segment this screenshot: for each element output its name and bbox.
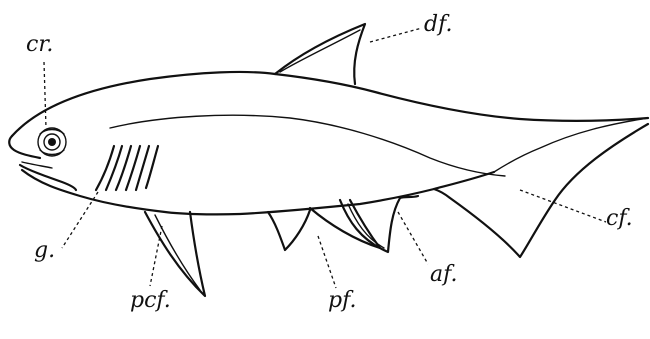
body-outline-top: [12, 72, 648, 136]
pelvic-fin-front: [268, 210, 310, 250]
label-g: g.: [34, 240, 55, 262]
leader-pf: [318, 236, 336, 288]
body-outline-bottom: [22, 170, 494, 214]
leader-af: [398, 212, 428, 264]
leader-cf: [520, 190, 606, 222]
label-pf: pf.: [328, 290, 356, 312]
lateral-line: [110, 115, 505, 176]
label-cf: cf.: [606, 208, 633, 230]
leader-pcf: [150, 226, 162, 286]
leader-cr: [44, 62, 46, 128]
label-af: af.: [430, 264, 457, 286]
caudal-upper-lobe: [494, 118, 648, 172]
caudal-fin: [434, 124, 648, 257]
gill-slits: [96, 146, 158, 190]
snout: [9, 136, 40, 158]
eye-pupil: [48, 138, 56, 146]
label-df: df.: [424, 14, 452, 36]
jaw-line: [22, 162, 52, 168]
label-cr: cr.: [26, 34, 53, 56]
label-pcf: pcf.: [130, 290, 171, 312]
anal-fin-rear: [400, 196, 418, 198]
dorsal-fin-ray: [280, 30, 360, 72]
leader-df: [370, 28, 422, 42]
